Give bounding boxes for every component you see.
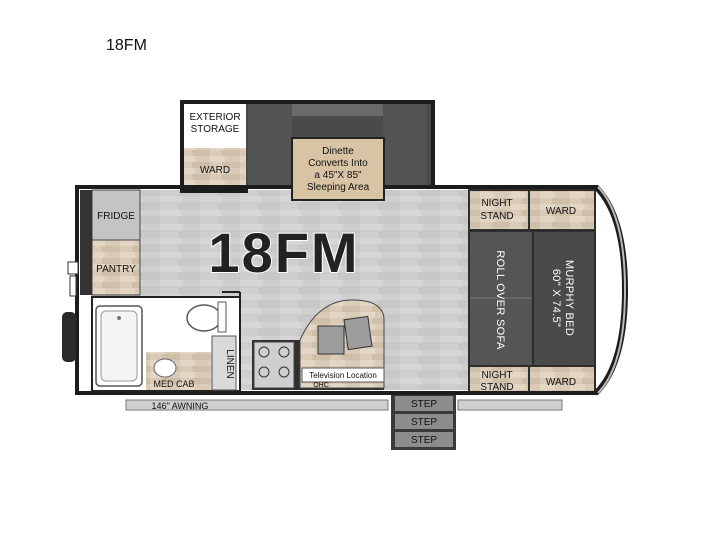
pantry-label: PANTRY <box>96 264 136 275</box>
med-cab-label: MED CAB <box>153 379 194 389</box>
dinette-label-1: Dinette <box>322 146 354 157</box>
page-title: 18FM <box>106 37 147 54</box>
exterior-storage-label: EXTERIOR <box>189 112 240 123</box>
night-stand-bottom-label: NIGHT <box>481 370 512 381</box>
linen-label: LINEN <box>224 349 235 378</box>
ward-label: WARD <box>200 165 230 176</box>
model-label: 18FM <box>208 221 359 284</box>
ward-top-right-label: WARD <box>546 206 576 217</box>
exterior-storage-label-2: STORAGE <box>191 124 240 135</box>
bathroom <box>91 291 241 392</box>
night-stand-top-label-2: STAND <box>480 211 513 222</box>
awning-bar <box>125 399 389 411</box>
dinette-label-2: Converts Into <box>308 158 368 169</box>
dinette-note <box>291 137 385 201</box>
slideout <box>180 100 435 200</box>
step-label-1: STEP <box>411 399 437 410</box>
step-label-2: STEP <box>411 417 437 428</box>
fridge-label: FRIDGE <box>97 211 135 222</box>
fridge-area <box>80 189 141 296</box>
bedroom <box>468 189 596 391</box>
murphy-bed-size-label: 60" X 74.5" <box>550 269 562 327</box>
dinette-label-3: a 45"X 85" <box>314 170 362 181</box>
hitch <box>62 261 79 362</box>
murphy-bed-label: MURPHY BED <box>563 260 575 336</box>
entry-steps <box>391 395 456 450</box>
kitchen <box>252 299 385 390</box>
awning-bar-right <box>457 399 563 411</box>
night-stand-top-label: NIGHT <box>481 198 512 209</box>
dinette-label-4: Sleeping Area <box>307 182 370 193</box>
night-stand-bottom-label-2: STAND <box>480 382 513 393</box>
step-label-3: STEP <box>411 435 437 446</box>
ohc-label: OHC <box>313 382 329 389</box>
roll-over-sofa-label: ROLL OVER SOFA <box>494 250 506 350</box>
ward-bottom-right-label: WARD <box>546 377 576 388</box>
awning-label: 146" AWNING <box>152 401 209 411</box>
television-location-label: Television Location <box>309 371 377 380</box>
